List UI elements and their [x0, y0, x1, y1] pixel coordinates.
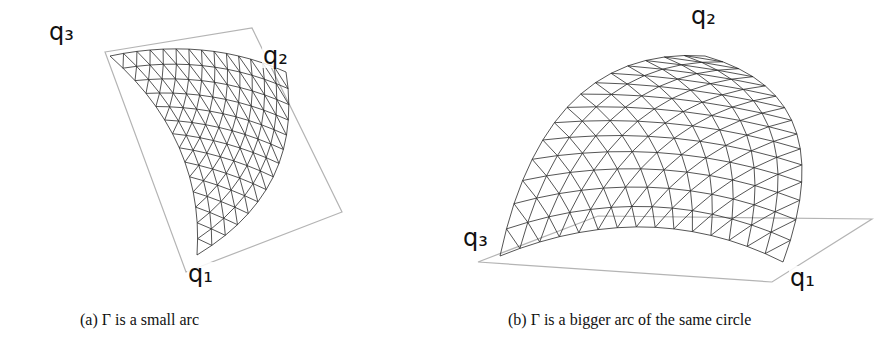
mesh-surface [110, 49, 289, 255]
point-label: q₂ [262, 44, 289, 68]
mesh-surface [500, 56, 802, 263]
point-label: q₂ [690, 4, 717, 28]
point-label: q₃ [462, 226, 489, 250]
point-label: q₁ [187, 262, 214, 286]
subfigure-caption: (a) Γ is a small arc [80, 312, 199, 328]
point-label: q₃ [48, 20, 75, 44]
point-label: q₁ [789, 266, 816, 290]
base-plane [105, 28, 342, 272]
subfigure-caption: (b) Γ is a bigger arc of the same circle [508, 312, 751, 328]
